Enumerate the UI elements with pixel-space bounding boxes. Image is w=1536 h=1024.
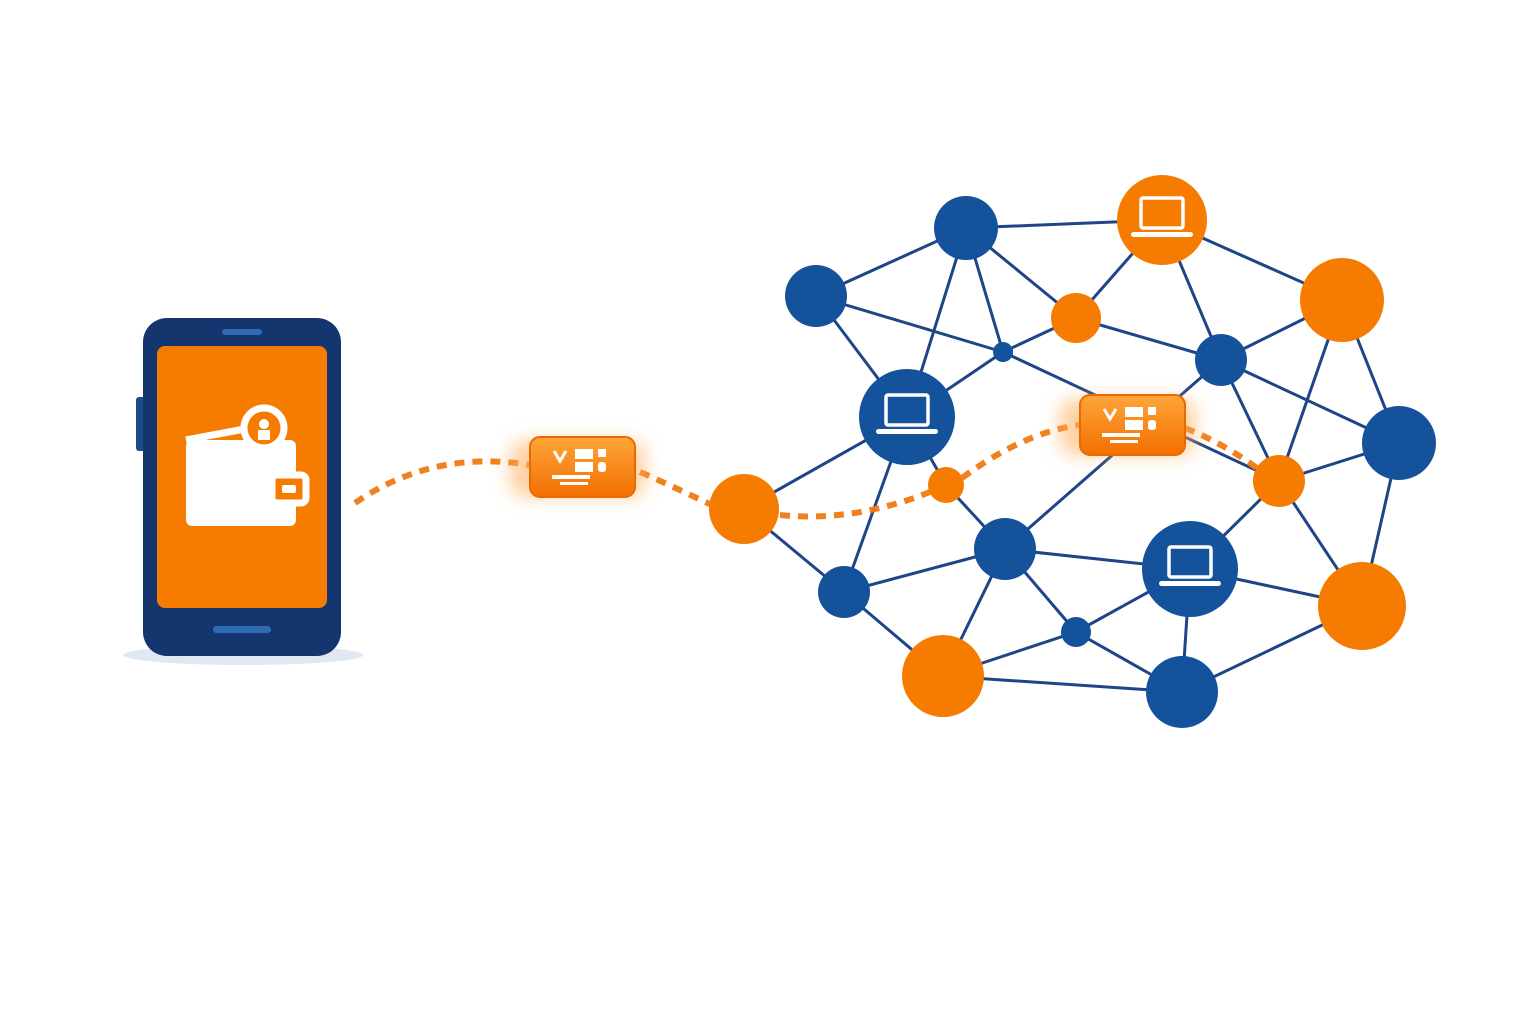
- orange-network-node: [1300, 258, 1384, 342]
- blue-network-node: [818, 566, 870, 618]
- blue-network-node: [1142, 521, 1238, 617]
- blue-network-node: [1195, 334, 1247, 386]
- orange-network-node: [1117, 175, 1207, 265]
- blue-network-node: [1362, 406, 1436, 480]
- blue-network-node: [974, 518, 1036, 580]
- blue-network-node: [934, 196, 998, 260]
- phone-speaker: [222, 329, 262, 335]
- transaction-packets: [510, 394, 1195, 498]
- laptop-icon: [1131, 196, 1193, 237]
- blue-network-node: [1146, 656, 1218, 728]
- laptop-icon: [1159, 545, 1221, 586]
- network-nodes: [709, 175, 1436, 728]
- blue-network-node: [1061, 617, 1091, 647]
- network-edge: [814, 294, 1005, 354]
- laptop-icon: [876, 393, 938, 434]
- transaction-packet-icon: [510, 436, 645, 498]
- orange-network-node: [1318, 562, 1406, 650]
- orange-network-node: [1253, 455, 1305, 507]
- blue-network-node: [785, 265, 847, 327]
- orange-network-node: [1051, 293, 1101, 343]
- smartphone-icon: [123, 318, 363, 665]
- orange-network-node: [902, 635, 984, 717]
- orange-network-node: [709, 474, 779, 544]
- orange-network-node: [928, 467, 964, 503]
- transaction-packet-icon: [1060, 394, 1195, 456]
- blue-network-node: [859, 369, 955, 465]
- transfer-path: [353, 422, 1264, 520]
- phone-home-bar: [213, 626, 271, 633]
- blue-network-node: [993, 342, 1013, 362]
- wallet-icon: [185, 404, 310, 526]
